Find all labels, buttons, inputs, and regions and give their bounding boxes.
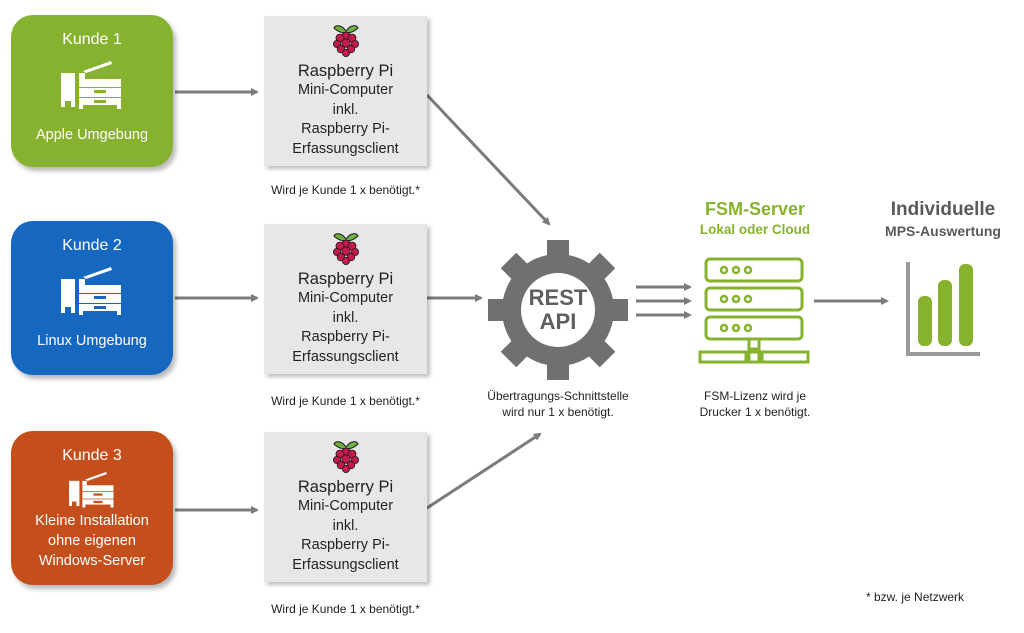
rpi-line: Mini-Computer: [297, 82, 394, 98]
printer-icon: [61, 61, 121, 109]
fsm-server-title: FSM-Server: [704, 199, 806, 219]
rpi-title: Raspberry Pi: [297, 270, 394, 288]
rpi-title: Raspberry Pi: [297, 478, 394, 496]
rpi-line: Raspberry Pi-: [301, 537, 390, 553]
printer-icon: [61, 267, 121, 315]
raspberry-pi-box-3: Raspberry Pi Mini-Computer inkl. Raspber…: [264, 432, 427, 582]
evaluation-title: Individuelle: [890, 199, 996, 220]
printer-icon: [69, 471, 114, 508]
raspberry-pi-box-2: Raspberry Pi Mini-Computer inkl. Raspber…: [264, 224, 427, 374]
customer-environment: Linux Umgebung: [37, 333, 147, 349]
rpi-note-2: Wird je Kunde 1 x benötigt.*: [271, 394, 420, 408]
rpi-note-3: Wird je Kunde 1 x benötigt.*: [271, 602, 420, 616]
rest-api-note-line: wird nur 1 x benötigt.: [502, 405, 614, 419]
customer-environment: Apple Umgebung: [35, 127, 149, 143]
footnote: * bzw. je Netzwerk: [866, 590, 965, 604]
customer-card-3: Kunde 3 Kleine Installation ohne eigenen…: [11, 431, 173, 585]
rpi-line: inkl.: [332, 101, 359, 118]
fsm-server-subtitle: Lokal oder Cloud: [699, 222, 811, 237]
fsm-note: FSM-Lizenz wird je Drucker 1 x benötigt.: [670, 388, 840, 420]
rpi-line: Erfassungsclient: [292, 556, 399, 573]
customer-environment-line: Windows-Server: [38, 553, 146, 569]
rest-api-note-line: Übertragungs-Schnittstelle: [487, 389, 629, 403]
api-label: API: [539, 309, 577, 334]
server-icon: [698, 257, 810, 364]
rpi-line: Raspberry Pi-: [301, 121, 390, 137]
rpi-line: Raspberry Pi-: [301, 329, 390, 345]
customer-title: Kunde 3: [62, 447, 122, 464]
rpi-line: Mini-Computer: [297, 290, 394, 306]
raspberry-pi-icon: [332, 233, 359, 266]
rpi-note-1: Wird je Kunde 1 x benötigt.*: [271, 183, 420, 197]
arrow-rpi3-to-api: [426, 432, 542, 510]
customer-title: Kunde 2: [62, 237, 122, 254]
customer-environment-line: Kleine Installation: [35, 513, 149, 529]
rpi-title: Raspberry Pi: [297, 62, 394, 80]
gear-icon: [488, 240, 628, 380]
rest-label: REST: [528, 285, 588, 310]
customer-card-1: Kunde 1 Apple Umgebung: [11, 15, 173, 167]
evaluation-subtitle: MPS-Auswertung: [885, 223, 1001, 239]
raspberry-pi-box-1: Raspberry Pi Mini-Computer inkl. Raspber…: [264, 16, 427, 166]
fsm-note-line: FSM-Lizenz wird je: [703, 389, 807, 403]
rpi-line: inkl.: [332, 309, 359, 326]
customer-environment-line: ohne eigenen: [48, 533, 136, 549]
rest-api-note: Übertragungs-Schnittstelle wird nur 1 x …: [468, 388, 648, 420]
fsm-note-line: Drucker 1 x benötigt.: [699, 405, 811, 419]
raspberry-pi-icon: [332, 441, 359, 474]
bar-chart-icon: [906, 262, 980, 356]
rpi-line: Erfassungsclient: [292, 348, 399, 365]
arrow-rpi1-to-api: [425, 93, 551, 226]
rpi-line: inkl.: [332, 517, 359, 534]
rest-api-label: REST API: [518, 286, 598, 334]
rpi-line: Erfassungsclient: [292, 140, 399, 157]
raspberry-pi-icon: [332, 25, 359, 58]
customer-title: Kunde 1: [62, 31, 122, 48]
customer-card-2: Kunde 2 Linux Umgebung: [11, 221, 173, 375]
rpi-line: Mini-Computer: [297, 498, 394, 514]
